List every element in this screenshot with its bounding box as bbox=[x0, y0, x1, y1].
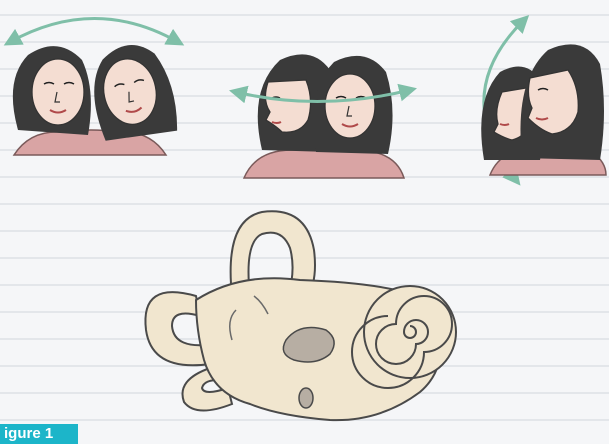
figure-label: igure 1 bbox=[0, 424, 78, 444]
face-left-icon bbox=[13, 46, 91, 135]
roll-arrow-icon bbox=[10, 19, 178, 43]
inner-ear-icon bbox=[145, 211, 456, 420]
face-up-icon bbox=[520, 44, 604, 160]
head-turn-panel bbox=[236, 54, 410, 178]
head-roll-panel bbox=[10, 19, 181, 156]
head-nod-panel bbox=[481, 20, 606, 180]
